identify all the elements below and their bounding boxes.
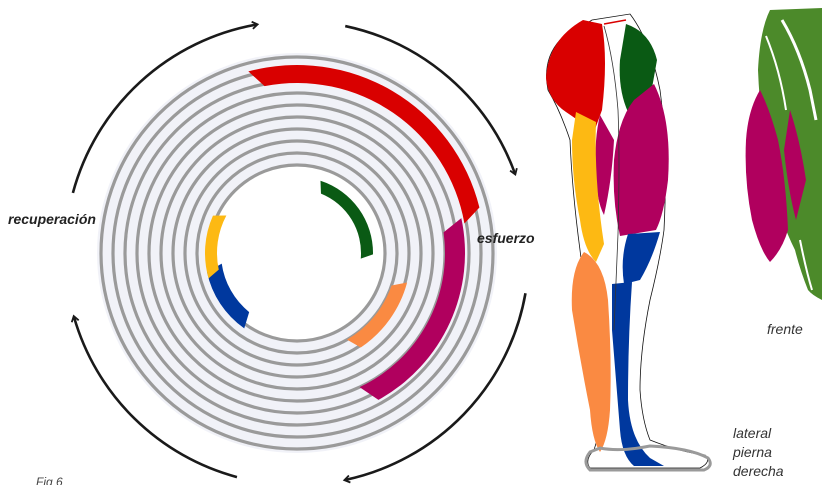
concentric-rings: [97, 53, 497, 453]
leg-front-illustration: [746, 8, 822, 300]
front-label: frente: [767, 321, 803, 337]
lateral-label-line3: derecha: [733, 463, 784, 479]
effort-label: esfuerzo: [477, 230, 535, 246]
figure-caption: Fig 6: [36, 475, 63, 485]
leg-lateral-illustration: [546, 14, 710, 470]
lateral-label-line2: pierna: [732, 444, 772, 460]
muscle-red: [546, 20, 605, 132]
lateral-label-line1: lateral: [733, 425, 772, 441]
recovery-label: recuperación: [8, 211, 96, 227]
